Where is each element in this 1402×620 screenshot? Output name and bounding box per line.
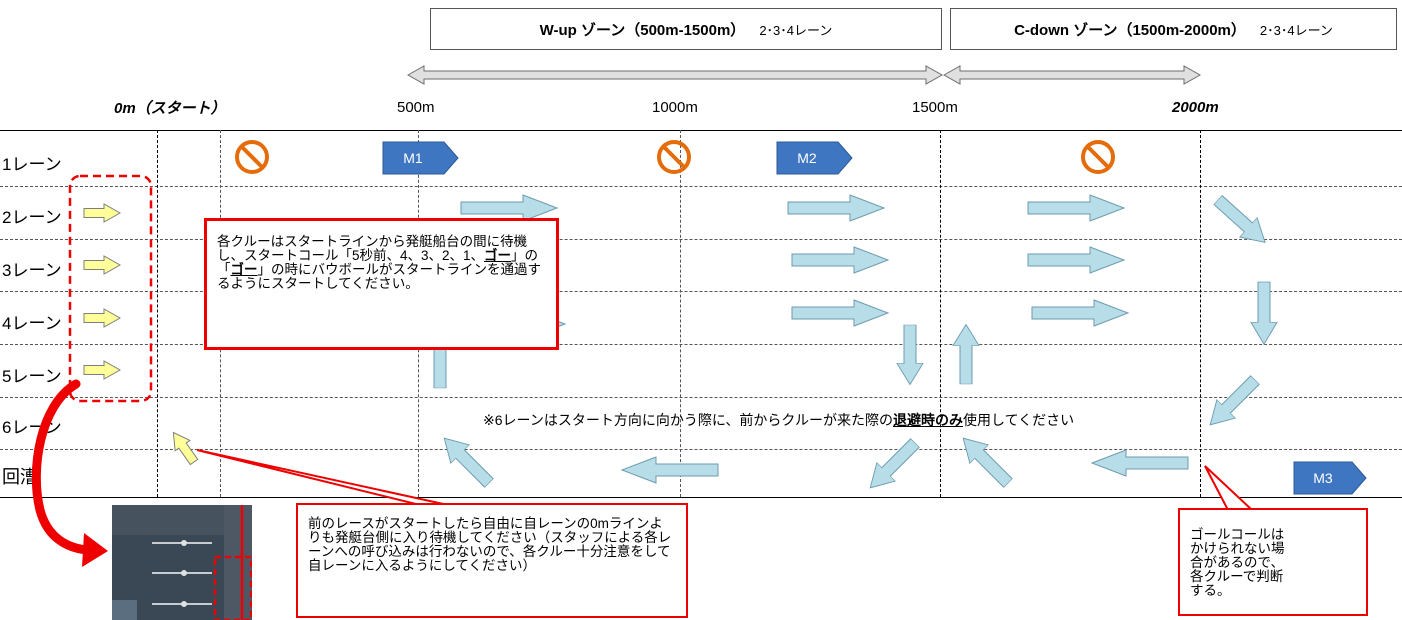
course-arrow xyxy=(1027,194,1125,222)
lane-label-return: 回漕 xyxy=(2,467,38,487)
lane-divider xyxy=(0,291,1402,292)
goal-callout: ゴールコールはかけられない場合があるので、各クルーで判断する。 xyxy=(1178,508,1368,616)
lane-label-5: 5レーン xyxy=(2,367,62,386)
return-arrow xyxy=(621,456,719,484)
waiting-arrow-lane-5 xyxy=(83,360,121,380)
distance-2000m: 2000m xyxy=(1172,99,1219,116)
distance-1000m: 1000m xyxy=(652,99,698,116)
lane-divider xyxy=(0,397,1402,398)
start-instruction-callout: 各クルーはスタートラインから発艇船台の間に待機し、スタートコール「5秒前、4、3… xyxy=(204,218,559,350)
lane-divider xyxy=(0,239,1402,240)
wup-zone-name: W-up ゾーン xyxy=(539,21,626,39)
course-arrow xyxy=(791,299,889,327)
marker-m2-label: M2 xyxy=(797,150,817,166)
course-arrow xyxy=(1027,246,1125,274)
course-top-line xyxy=(0,130,1402,131)
marker-m2: M2 xyxy=(776,141,853,175)
turn-arrow xyxy=(434,428,499,493)
turn-arrow xyxy=(860,433,925,498)
prev-race-callout-text: 前のレースがスタートしたら自由に自レーンの0mラインよりも発艇台側に入り待機して… xyxy=(308,516,672,573)
cdown-zone-lanes: 2･3･4レーン xyxy=(1259,22,1333,38)
no-entry-icon xyxy=(657,140,691,174)
distance-500m: 500m xyxy=(397,99,435,116)
lane6-entry-arrow xyxy=(165,426,202,468)
course-arrow xyxy=(787,194,885,222)
lane-label-2: 2レーン xyxy=(2,208,62,227)
waiting-arrow-lane-4 xyxy=(83,308,121,328)
prev-race-callout: 前のレースがスタートしたら自由に自レーンの0mラインよりも発艇台側に入り待機して… xyxy=(296,503,688,618)
distance-0m: 0m（スタート） xyxy=(114,100,226,117)
wup-zone-box: W-up ゾーン （500m-1500m） 2･3･4レーン xyxy=(430,8,942,50)
distance-1500m: 1500m xyxy=(912,99,958,116)
lane-divider xyxy=(0,344,1402,345)
lane6-note-emphasis: 退避時のみ xyxy=(892,412,963,428)
grid-line-1500m xyxy=(940,130,941,497)
start-pontoon-photo-art xyxy=(112,505,252,620)
course-bottom-line xyxy=(0,497,1402,498)
start-callout-go-2: ゴー xyxy=(230,262,258,277)
marker-m3-label: M3 xyxy=(1313,470,1333,486)
lane-label-4: 4レーン xyxy=(2,314,62,333)
up-arrow xyxy=(952,323,980,385)
start-pontoon-photo xyxy=(112,505,252,620)
start-line xyxy=(157,130,158,497)
course-arrow xyxy=(791,246,889,274)
down-arrow xyxy=(1250,281,1278,345)
grid-line-1000m xyxy=(680,130,681,497)
waiting-arrow-lane-3 xyxy=(83,255,121,275)
start-callout-go-1: ゴー xyxy=(484,248,512,263)
lane6-note-pre: ※6レーンはスタート方向に向かう際に、前からクルーが来た際の xyxy=(483,412,893,428)
wup-zone-lanes: 2･3･4レーン xyxy=(759,22,833,38)
cdown-zone-box: C-down ゾーン （1500m-2000m） 2･3･4レーン xyxy=(950,8,1397,50)
lane-divider xyxy=(0,186,1402,187)
start-callout-text-2: 」の「 xyxy=(217,248,539,277)
goal-callout-pointer xyxy=(1204,465,1255,511)
down-arrow xyxy=(896,324,924,386)
cdown-zone-range-arrow xyxy=(942,65,1202,85)
lane-label-3: 3レーン xyxy=(2,261,62,280)
photo-pointer-arrow xyxy=(31,379,108,567)
lane6-note: ※6レーンはスタート方向に向かう際に、前からクルーが来た際の退避時のみ使用してく… xyxy=(483,410,1074,430)
turn-arrow xyxy=(953,428,1018,493)
no-entry-icon xyxy=(1081,140,1115,174)
wup-zone-range-arrow xyxy=(406,65,944,85)
marker-m3: M3 xyxy=(1293,461,1367,495)
marker-m1-label: M1 xyxy=(403,150,423,166)
goal-callout-text: ゴールコールはかけられない場合があるので、各クルーで判断する。 xyxy=(1190,527,1285,598)
waiting-arrow-lane-2 xyxy=(83,203,121,223)
course-arrow xyxy=(1031,299,1129,327)
start-waiting-area xyxy=(68,174,153,403)
turn-arrow xyxy=(1200,370,1265,435)
finish-line xyxy=(1200,130,1201,497)
return-arrow xyxy=(1091,449,1189,477)
wup-zone-range: （500m-1500m） xyxy=(625,21,746,39)
prev-race-callout-pointer xyxy=(196,449,449,506)
cdown-zone-range: （1500m-2000m） xyxy=(1117,21,1246,39)
cdown-zone-name: C-down ゾーン xyxy=(1014,21,1118,39)
lane-label-1: 1レーン xyxy=(2,155,62,174)
lane6-note-post: 使用してください xyxy=(962,412,1075,428)
start-callout-text-1: 各クルーはスタートラインから発艇船台の間に待機し、スタートコール「5秒前、4、3… xyxy=(217,234,528,263)
no-entry-icon xyxy=(235,140,269,174)
marker-m1: M1 xyxy=(382,141,459,175)
turn-arrow xyxy=(1208,189,1275,253)
start-callout-text-3: 」の時にバウボールがスタートラインを通過するようにスタートしてください。 xyxy=(217,262,541,291)
lane-divider xyxy=(0,449,1402,450)
